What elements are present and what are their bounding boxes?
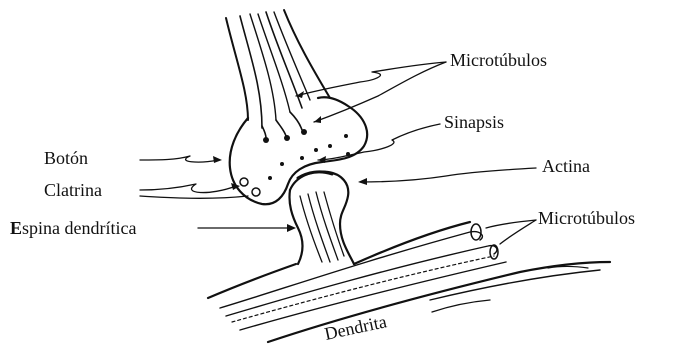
label-boton: Botón: [44, 148, 88, 168]
presynaptic-bouton: [230, 97, 367, 204]
label-microtubulos-right: Microtúbulos: [538, 208, 635, 228]
axon-bundle: [226, 10, 330, 128]
label-espina-dendritica: Espina dendrítica: [10, 218, 136, 238]
label-clatrina: Clatrina: [44, 180, 102, 200]
label-dendrita: Dendrita: [323, 311, 389, 344]
dendrite-shaft: [208, 222, 610, 342]
label-espina-initial: E: [10, 218, 22, 238]
label-sinapsis: Sinapsis: [444, 112, 504, 132]
label-actina: Actina: [542, 156, 590, 176]
label-espina-rest: spina dendrítica: [22, 218, 136, 238]
dendritic-spine: [289, 172, 354, 264]
label-microtubulos-top: Microtúbulos: [450, 50, 547, 70]
